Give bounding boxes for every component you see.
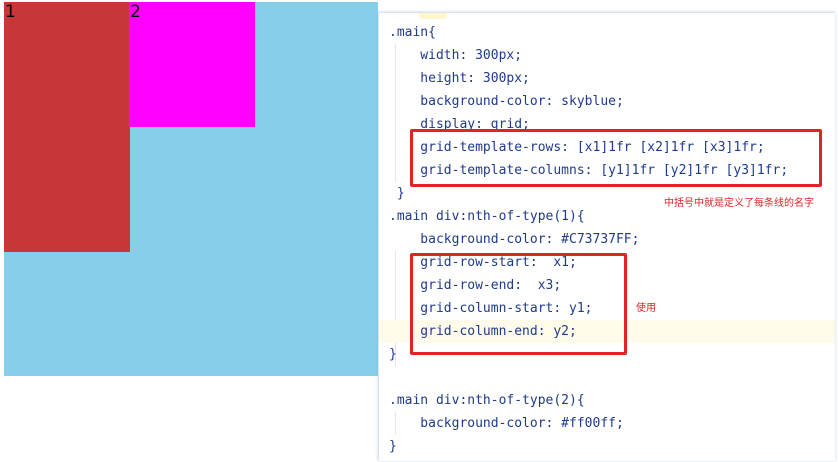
code-lines[interactable]: .main{ width: 300px; height: 300px; back…	[379, 21, 835, 458]
code-line: grid-row-start: x1;	[389, 255, 577, 270]
code-line: }	[389, 439, 397, 454]
code-editor-panel[interactable]: .main{ width: 300px; height: 300px; back…	[378, 12, 835, 461]
code-line-current: grid-column-end: y2;	[379, 320, 835, 343]
grid-item-1-label: 1	[5, 2, 16, 22]
grid-demo-area: 1 2	[4, 2, 378, 376]
code-line: }	[389, 347, 397, 362]
grid-item-1: 1	[4, 2, 130, 252]
code-line: .main{	[389, 25, 436, 40]
annotation-usage: 使用	[636, 303, 656, 314]
grid-item-2-label: 2	[130, 2, 141, 22]
code-line	[379, 366, 835, 389]
code-line: background-color: skyblue;	[389, 94, 624, 109]
code-line: }	[389, 186, 405, 201]
code-line: grid-row-end: x3;	[389, 278, 562, 293]
highlight-box-placement	[410, 253, 627, 355]
indent-guide	[395, 251, 396, 366]
code-line: grid-column-start: y1;	[389, 301, 593, 316]
code-line: background-color: #ff00ff;	[389, 416, 624, 431]
annotation-line-names: 中括号中就是定义了每条线的名字	[664, 198, 814, 209]
code-line: .main div:nth-of-type(1){	[389, 209, 585, 224]
grid-item-2: 2	[129, 2, 255, 127]
indent-guide	[395, 412, 396, 435]
code-line: display: grid;	[389, 117, 530, 132]
code-line: height: 300px;	[389, 71, 530, 86]
editor-tab-stub	[419, 13, 447, 19]
code-line: .main div:nth-of-type(2){	[389, 393, 585, 408]
indent-guide	[395, 44, 396, 182]
code-line: background-color: #C73737FF;	[389, 232, 640, 247]
code-line: grid-template-rows: [x1]1fr [x2]1fr [x3]…	[389, 140, 765, 155]
code-line: grid-template-columns: [y1]1fr [y2]1fr […	[389, 163, 789, 178]
highlight-box-template	[410, 129, 822, 187]
code-line: width: 300px;	[389, 48, 523, 63]
